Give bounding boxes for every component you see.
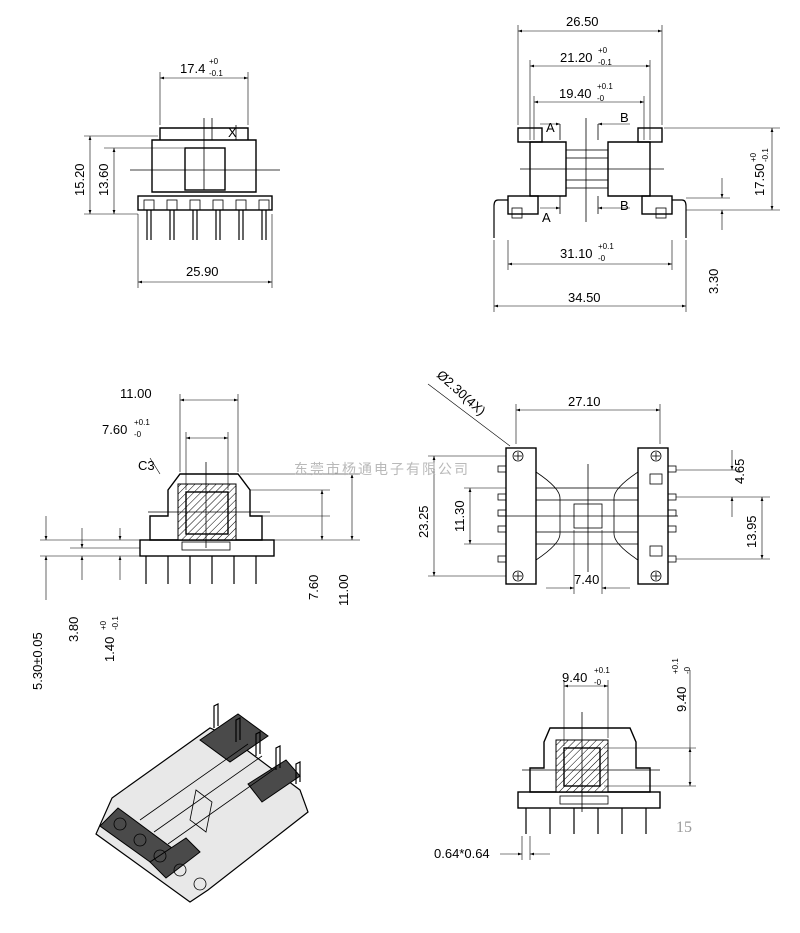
side-height-outer-label: 15.20 (72, 163, 87, 196)
front2-pin-size-label: 0.64*0.64 (434, 846, 490, 861)
front-window-width-tol-lower: -0 (134, 430, 142, 439)
bottom-pin-pitch-label: 4.65 (732, 459, 747, 484)
front-height-pins-3-tol-upper: +0 (99, 620, 108, 630)
front2-window-height-tol-lower: -0 (683, 666, 692, 674)
front-height-pins-3-tol-lower: -0.1 (111, 616, 120, 630)
bottom-pin-group-label: 13.95 (744, 515, 759, 548)
top-height-label: 17.50 (752, 163, 767, 196)
front2-window-width-tol-lower: -0 (594, 678, 602, 687)
side-view-top-left: 17.4 +0 -0.1 15.20 13.60 25.90 X (72, 57, 280, 288)
section-marker-b-top: B (620, 110, 629, 125)
side-width-bottom-label: 25.90 (186, 264, 219, 279)
front2-window-height-label: 9.40 (674, 687, 689, 712)
top-inner-2-tol-lower: -0 (597, 94, 605, 103)
top-inner-2-tol-upper: +0.1 (597, 82, 613, 91)
front-height-window-label: 7.60 (306, 575, 321, 600)
top-pin-span-tol-upper: +0.1 (598, 242, 614, 251)
top-pin-span-label: 31.10 (560, 246, 593, 261)
bottom-center-gap-label: 7.40 (574, 572, 599, 587)
side-width-top-label: 17.4 (180, 61, 205, 76)
side-height-inner-label: 13.60 (96, 163, 111, 196)
side-marker-x: X (228, 125, 237, 140)
front-window-width-tol-upper: +0.1 (134, 418, 150, 427)
top-inner-1-label: 21.20 (560, 50, 593, 65)
front-height-outer-label: 11.00 (336, 574, 351, 606)
top-height-tol-upper: +0 (749, 152, 758, 162)
isometric-view-bottom-left (95, 703, 309, 903)
section-marker-a-bottom: A (542, 210, 551, 225)
bottom-height-label: 23.25 (416, 505, 431, 538)
bottom-inner-height-label: 11.30 (452, 500, 467, 532)
front-height-pins-2-label: 3.80 (66, 617, 81, 642)
front-view-mid-left: 11.00 7.60 +0.1 -0 C3 11.00 7.60 5.30±0.… (30, 386, 360, 690)
top-pin-offset-label: 3.30 (706, 269, 721, 294)
page-number: 15 (676, 819, 692, 836)
bottom-view-mid-right: Ø2.30(4X) 27.10 23.25 11.30 4.65 13.95 7… (416, 367, 770, 594)
front-height-pins-1-label: 5.30±0.05 (30, 632, 45, 690)
top-pin-span-tol-lower: -0 (598, 254, 606, 263)
front-chamfer-label: C3 (138, 458, 155, 473)
bottom-hole-diameter-label: Ø2.30(4X) (434, 367, 489, 418)
top-inner-1-tol-upper: +0 (598, 46, 608, 55)
top-inner-1-tol-lower: -0.1 (598, 58, 612, 67)
side-width-top-tol-lower: -0.1 (209, 69, 223, 78)
section-marker-a-top: A (546, 120, 555, 135)
bottom-width-label: 27.10 (568, 394, 601, 409)
top-height-tol-lower: -0.1 (761, 148, 770, 162)
front2-window-height-tol-upper: +0.1 (671, 658, 680, 674)
front-height-pins-3-label: 1.40 (102, 637, 117, 662)
company-watermark: 东莞市杨通电子有限公司 (294, 461, 470, 477)
top-view-top-right: 26.50 21.20 +0 -0.1 19.40 +0.1 -0 17.50 … (493, 14, 780, 312)
section-marker-b-bottom: B (620, 198, 629, 213)
top-overall-top-label: 26.50 (566, 14, 599, 29)
front-width-outer-label: 11.00 (120, 386, 152, 401)
front-window-width-label: 7.60 (102, 422, 127, 437)
top-overall-bottom-label: 34.50 (568, 290, 601, 305)
front-view-bottom-right: 9.40 +0.1 -0 9.40 +0.1 -0 0.64*0.64 (434, 658, 696, 861)
front2-window-width-label: 9.40 (562, 670, 587, 685)
side-width-top-tol-upper: +0 (209, 57, 219, 66)
front2-window-width-tol-upper: +0.1 (594, 666, 610, 675)
top-inner-2-label: 19.40 (559, 86, 592, 101)
